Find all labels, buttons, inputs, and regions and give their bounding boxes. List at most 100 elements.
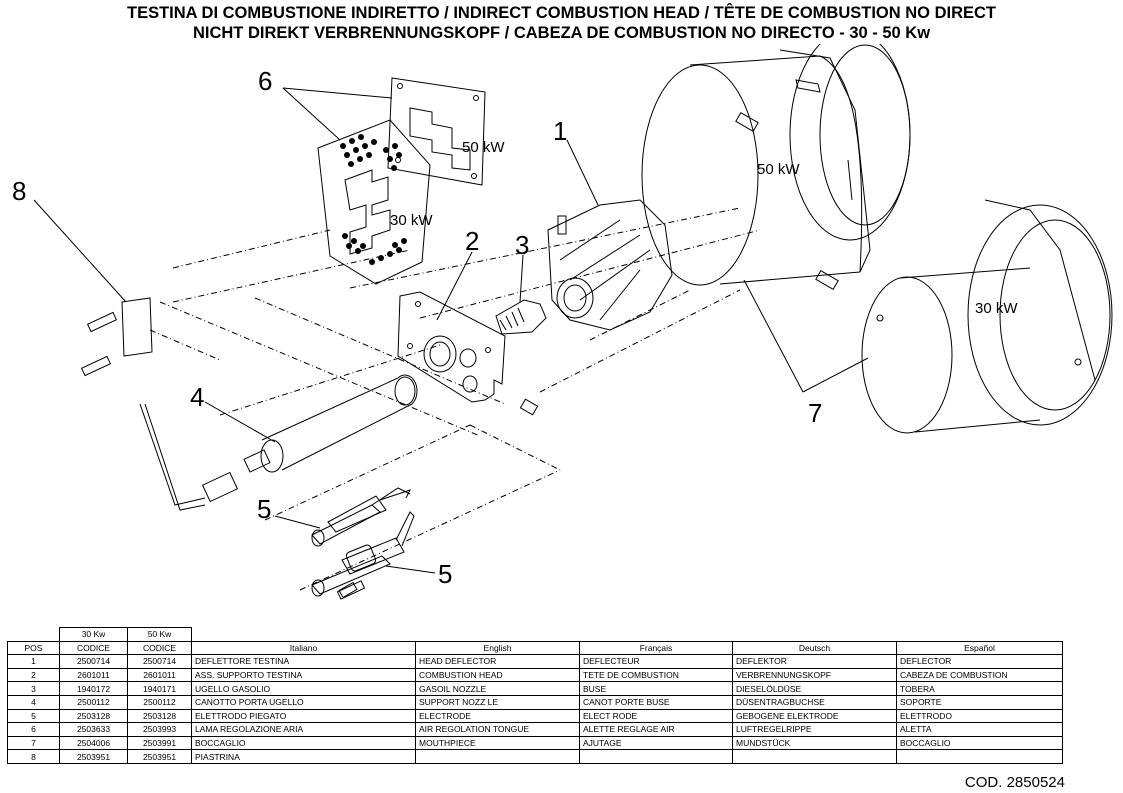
nozzle-holder-tube	[139, 374, 418, 511]
document-code: COD. 2850524	[964, 774, 1065, 791]
cell-deutsch: VERBRENNUNGSKOPF	[732, 667, 897, 683]
cell-english: HEAD DEFLECTOR	[415, 654, 580, 669]
cell-code-30: 2503128	[59, 708, 128, 724]
gasoil-nozzle	[495, 299, 547, 335]
cell-deutsch: LUFTREGELRIPPE	[732, 722, 897, 737]
cell-deutsch: DIESELÖLDÜSE	[732, 681, 897, 696]
cell-code-30: 2601011	[59, 667, 128, 683]
cell-francais: BUSE	[579, 681, 733, 696]
header-espanol: Español	[896, 640, 1063, 656]
table-group-header-row: 30 Kw 50 Kw	[8, 627, 1063, 642]
head-support-plate	[397, 291, 506, 403]
callout-3: 3	[515, 230, 529, 260]
cell-code-30: 2503633	[59, 722, 128, 737]
callout-6: 6	[258, 66, 272, 96]
cell-italiano: ELETTRODO PIEGATO	[191, 708, 416, 724]
page-title-line-2: NICHT DIREKT VERBRENNUNGSKOPF / CABEZA D…	[192, 24, 931, 42]
cell-deutsch	[732, 749, 897, 764]
air-regulation-plate-30kw	[317, 119, 431, 285]
cell-deutsch: DEFLEKTOR	[732, 654, 897, 669]
cell-espanol: SOPORTE	[896, 694, 1063, 710]
cell-english: GASOIL NOZZLE	[415, 681, 580, 696]
electrode-lower	[311, 511, 415, 599]
cell-code-50: 2503991	[127, 735, 192, 751]
cell-francais: TETE DE COMBUSTION	[579, 667, 733, 683]
cell-english: AIR REGOLATION TONGUE	[415, 722, 580, 737]
header-pos: POS	[7, 640, 60, 656]
label-tube-50kw: 50 kW	[757, 161, 800, 178]
cell-code-50: 2503993	[127, 722, 192, 737]
callout-1: 1	[553, 116, 567, 146]
cell-francais: DEFLECTEUR	[579, 654, 733, 669]
cell-italiano: DEFLETTORE TESTINA	[191, 654, 416, 669]
cell-francais: CANOT PORTE BUSE	[579, 694, 733, 710]
cell-italiano: PIASTRINA	[191, 749, 416, 764]
cell-deutsch: GEBOGENE ELEKTRODE	[732, 708, 897, 724]
cell-code-30: 1940172	[59, 681, 128, 696]
small-plate	[121, 297, 153, 357]
cell-english: SUPPORT NOZZ LE	[415, 694, 580, 710]
cell-francais	[579, 749, 733, 764]
header-italiano: Italiano	[191, 640, 416, 656]
cell-pos: 3	[7, 681, 60, 696]
cell-italiano: ASS. SUPPORTO TESTINA	[191, 667, 416, 683]
cell-code-30: 2503951	[59, 749, 128, 764]
callout-2: 2	[465, 226, 479, 256]
cell-code-30: 2504006	[59, 735, 128, 751]
cell-pos: 4	[7, 694, 60, 710]
cell-deutsch: MUNDSTÜCK	[732, 735, 897, 751]
page-title-line-1: TESTINA DI COMBUSTIONE INDIRETTO / INDIR…	[126, 4, 996, 22]
cell-espanol: TOBERA	[896, 681, 1063, 696]
leader-lines	[33, 87, 869, 574]
header-deutsch: Deutsch	[732, 640, 897, 656]
cell-code-30: 2500714	[59, 654, 128, 669]
cell-code-50: 2503128	[127, 708, 192, 724]
callout-4: 4	[190, 382, 204, 412]
parts-table: 30 Kw 50 Kw POS CODICE CODICE Italiano E…	[7, 627, 1063, 764]
group-header-50kw: 50 Kw	[127, 627, 192, 642]
cell-pos: 2	[7, 667, 60, 683]
cell-pos: 6	[7, 722, 60, 737]
cell-italiano: LAMA REGOLAZIONE ARIA	[191, 722, 416, 737]
cell-espanol: DEFLECTOR	[896, 654, 1063, 669]
electrode-upper	[311, 487, 411, 547]
cell-espanol: ALETTA	[896, 722, 1063, 737]
cell-pos: 1	[7, 654, 60, 669]
callout-5-upper: 5	[257, 494, 271, 524]
cell-francais: ELECT RODE	[579, 708, 733, 724]
cell-italiano: BOCCAGLIO	[191, 735, 416, 751]
assembly-axis-lines	[149, 207, 761, 591]
air-regulation-plate-50kw	[387, 77, 486, 186]
cell-code-30: 2500112	[59, 694, 128, 710]
cell-italiano: UGELLO GASOLIO	[191, 681, 416, 696]
cell-deutsch: DÜSENTRAGBUCHSE	[732, 694, 897, 710]
group-header-30kw: 30 Kw	[59, 627, 128, 642]
cell-pos: 8	[7, 749, 60, 764]
cell-code-50: 2503951	[127, 749, 192, 764]
cell-espanol: ELETTRODO	[896, 708, 1063, 724]
cell-espanol: BOCCAGLIO	[896, 735, 1063, 751]
header-codice-50: CODICE	[127, 640, 192, 656]
head-deflector	[519, 199, 673, 416]
cell-english: ELECTRODE	[415, 708, 580, 724]
cell-code-50: 2601011	[127, 667, 192, 683]
mouthpiece-30kw	[861, 199, 1113, 434]
callout-5-lower: 5	[438, 559, 452, 589]
cell-espanol	[896, 749, 1063, 764]
cell-italiano: CANOTTO PORTA UGELLO	[191, 694, 416, 710]
label-plate-50kw: 50 kW	[462, 139, 505, 156]
cell-code-50: 2500112	[127, 694, 192, 710]
cell-english	[415, 749, 580, 764]
header-francais: Français	[579, 640, 733, 656]
table-header-row: POS CODICE CODICE Italiano English Franç…	[7, 640, 1063, 656]
callout-8: 8	[12, 176, 26, 206]
callout-7: 7	[808, 398, 822, 428]
cell-francais: ALETTE REGLAGE AIR	[579, 722, 733, 737]
cell-english: MOUTHPIECE	[415, 735, 580, 751]
exploded-view-drawing: 6 8 2 3 1 4 5 5 7 50 kW 30 kW 50 kW 30 k…	[12, 44, 1113, 600]
